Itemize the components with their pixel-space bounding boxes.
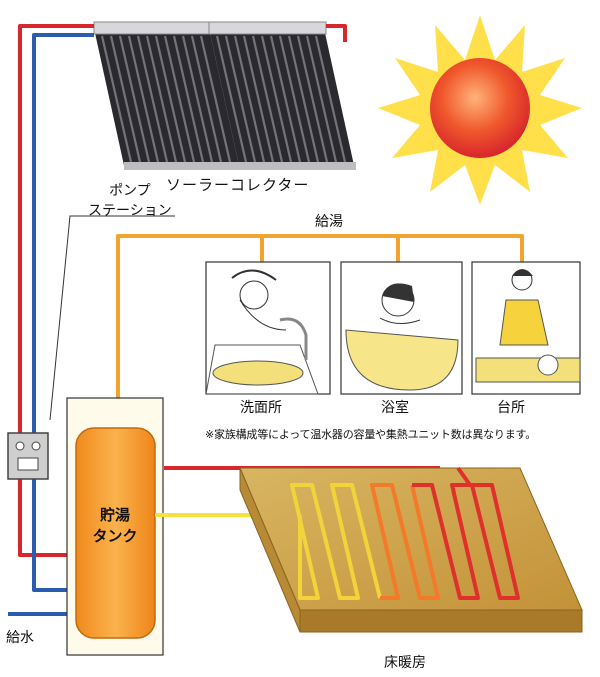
collector-label: ソーラーコレクター: [166, 176, 310, 194]
pump-label-line2: ステーション: [88, 203, 172, 219]
storage-tank-label: 貯湯 タンク: [70, 505, 160, 547]
hot-water-supply-label: 給湯: [315, 214, 343, 230]
cold-pipe: [8, 33, 94, 616]
storage-tank: [75, 427, 156, 639]
capacity-note: ※家族構成等によって温水器の容量や集熱ユニット数は異なります。: [205, 428, 537, 441]
pump-label-line1: ポンプ: [109, 183, 151, 199]
bathroom-illustration: [340, 261, 463, 395]
bathroom-label: 浴室: [381, 400, 409, 416]
kitchen-illustration: [471, 261, 581, 395]
tank-label-line1: 貯湯: [99, 506, 130, 524]
tank-label-line2: タンク: [92, 527, 138, 545]
supply-pipe: [116, 234, 524, 430]
pump-leader-line: [49, 215, 175, 421]
floor-heating-label: 床暖房: [384, 655, 426, 671]
washroom-label: 洗面所: [240, 400, 282, 416]
solar-collector: [93, 21, 356, 170]
washroom-illustration: [205, 261, 331, 395]
water-supply-label: 給水: [6, 630, 34, 646]
pump-station-label: ポンプ ステーション: [88, 181, 172, 221]
pump-station: [7, 432, 49, 480]
kitchen-label: 台所: [497, 400, 525, 416]
floor-heating-panel: [239, 466, 583, 633]
sun-icon: [378, 15, 582, 205]
